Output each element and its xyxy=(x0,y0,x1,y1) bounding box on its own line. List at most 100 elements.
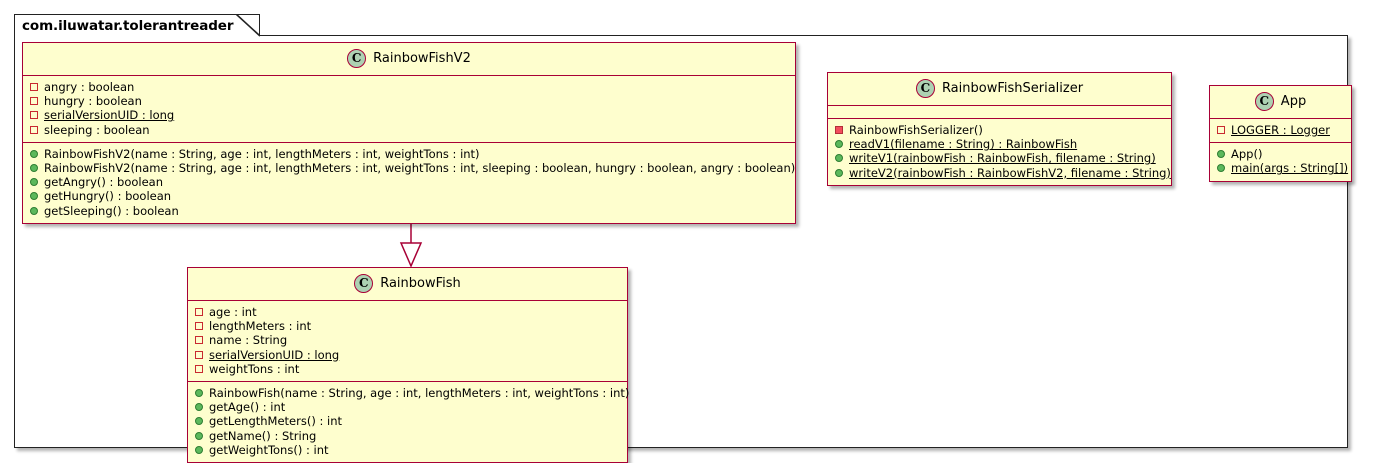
public-method-icon xyxy=(1217,164,1225,173)
method-row[interactable]: getAge() : int xyxy=(188,400,627,414)
class-box-rainbowfishv2[interactable]: C RainbowFishV2 angry : boolean hungry :… xyxy=(22,42,796,224)
public-method-icon xyxy=(195,403,203,412)
public-method-icon xyxy=(835,154,843,163)
methods-compartment: RainbowFishV2(name : String, age : int, … xyxy=(23,143,795,223)
class-header-rainbowfishv2: C RainbowFishV2 xyxy=(23,43,795,76)
package-name-label: com.iluwatar.tolerantreader xyxy=(22,17,234,34)
method-row[interactable]: getHungry() : boolean xyxy=(23,189,795,203)
method-row[interactable]: getLengthMeters() : int xyxy=(188,414,627,428)
field-row[interactable]: hungry : boolean xyxy=(23,94,795,108)
class-box-rainbowfishserializer[interactable]: C RainbowFishSerializer RainbowFishSeria… xyxy=(827,72,1172,186)
class-header-app: C App xyxy=(1210,86,1351,119)
public-method-icon xyxy=(30,164,38,173)
class-title: App xyxy=(1280,94,1307,109)
method-row[interactable]: RainbowFishV2(name : String, age : int, … xyxy=(23,161,795,175)
public-method-icon xyxy=(835,168,843,177)
method-label: getLengthMeters() : int xyxy=(209,414,343,429)
field-row[interactable]: lengthMeters : int xyxy=(188,319,627,333)
method-row[interactable]: RainbowFishV2(name : String, age : int, … xyxy=(23,147,795,161)
class-icon: C xyxy=(915,79,935,98)
class-icon: C xyxy=(354,274,374,293)
methods-compartment: RainbowFish(name : String, age : int, le… xyxy=(188,382,630,462)
public-method-icon xyxy=(835,140,843,149)
public-method-icon xyxy=(195,445,203,454)
method-row[interactable]: getAngry() : boolean xyxy=(23,175,795,189)
method-label: getWeightTons() : int xyxy=(209,442,329,457)
fields-compartment: age : int lengthMeters : int name : Stri… xyxy=(188,301,627,382)
field-label: weightTons : int xyxy=(209,361,300,376)
private-field-icon xyxy=(195,336,203,345)
private-field-icon xyxy=(195,350,203,359)
public-method-icon xyxy=(30,206,38,215)
method-row[interactable]: readV1(filename : String) : RainbowFish xyxy=(828,137,1171,151)
method-label: getAge() : int xyxy=(209,400,286,415)
field-row[interactable]: weightTons : int xyxy=(188,362,627,376)
method-label: getAngry() : boolean xyxy=(44,175,164,190)
private-field-icon xyxy=(195,308,203,317)
field-row[interactable]: serialVersionUID : long xyxy=(23,108,795,122)
method-label: writeV1(rainbowFish : RainbowFish, filen… xyxy=(849,151,1156,166)
field-row[interactable]: name : String xyxy=(188,333,627,347)
class-box-rainbowfish[interactable]: C RainbowFish age : int lengthMeters : i… xyxy=(187,267,630,463)
public-method-icon xyxy=(30,192,38,201)
package-tab-corner xyxy=(236,14,261,38)
field-label: age : int xyxy=(209,305,257,319)
field-label: hungry : boolean xyxy=(44,94,142,109)
class-icon: C xyxy=(1254,92,1274,111)
method-label: RainbowFishV2(name : String, age : int, … xyxy=(44,146,480,161)
method-label: readV1(filename : String) : RainbowFish xyxy=(849,137,1078,152)
method-row[interactable]: main(args : String[]) xyxy=(1210,161,1351,175)
field-row[interactable]: sleeping : boolean xyxy=(23,123,795,137)
field-row[interactable]: age : int xyxy=(188,305,627,319)
class-box-app[interactable]: C App LOGGER : Logger App() main(args : … xyxy=(1209,85,1352,182)
class-title: RainbowFishV2 xyxy=(373,51,471,66)
method-label: getSleeping() : boolean xyxy=(44,203,179,218)
field-label: sleeping : boolean xyxy=(44,122,150,137)
private-field-icon xyxy=(195,364,203,373)
method-label: main(args : String[]) xyxy=(1231,161,1349,176)
class-header-rainbowfish: C RainbowFish xyxy=(188,268,627,301)
field-row[interactable]: serialVersionUID : long xyxy=(188,348,627,362)
method-row[interactable]: getWeightTons() : int xyxy=(188,443,627,457)
method-label: RainbowFishV2(name : String, age : int, … xyxy=(44,160,796,175)
private-field-icon xyxy=(30,111,38,120)
private-field-icon xyxy=(30,83,38,92)
package-tab: com.iluwatar.tolerantreader xyxy=(14,14,261,38)
fields-compartment: angry : boolean hungry : boolean serialV… xyxy=(23,76,795,143)
method-row[interactable]: App() xyxy=(1210,147,1351,161)
field-row[interactable]: LOGGER : Logger xyxy=(1210,123,1351,137)
method-row[interactable]: writeV1(rainbowFish : RainbowFish, filen… xyxy=(828,151,1171,165)
method-label: RainbowFishSerializer() xyxy=(849,123,983,137)
method-label: RainbowFish(name : String, age : int, le… xyxy=(209,385,630,400)
method-row[interactable]: RainbowFishSerializer() xyxy=(828,123,1171,137)
class-header-rainbowfishserializer: C RainbowFishSerializer xyxy=(828,73,1171,106)
public-method-icon xyxy=(1217,150,1225,159)
method-label: getName() : String xyxy=(209,428,317,443)
public-method-icon xyxy=(195,431,203,440)
method-label: writeV2(rainbowFish : RainbowFishV2, fil… xyxy=(849,165,1171,180)
fields-compartment-empty xyxy=(828,106,1171,119)
field-label: angry : boolean xyxy=(44,80,135,94)
private-field-icon xyxy=(30,125,38,134)
method-row[interactable]: writeV2(rainbowFish : RainbowFishV2, fil… xyxy=(828,166,1171,180)
class-icon: C xyxy=(347,49,367,68)
method-row[interactable]: getName() : String xyxy=(188,429,627,443)
method-label: App() xyxy=(1231,147,1263,162)
public-method-icon xyxy=(195,389,203,398)
method-row[interactable]: getSleeping() : boolean xyxy=(23,204,795,218)
fields-compartment: LOGGER : Logger xyxy=(1210,119,1351,144)
class-title: RainbowFish xyxy=(380,276,461,291)
public-method-icon xyxy=(30,178,38,187)
private-field-icon xyxy=(1217,126,1225,135)
field-label: serialVersionUID : long xyxy=(209,347,340,362)
public-method-icon xyxy=(30,149,38,158)
private-field-icon xyxy=(195,322,203,331)
public-method-icon xyxy=(195,417,203,426)
methods-compartment: RainbowFishSerializer() readV1(filename … xyxy=(828,119,1171,185)
private-field-icon xyxy=(30,97,38,106)
private-method-icon xyxy=(835,126,843,135)
method-row[interactable]: RainbowFish(name : String, age : int, le… xyxy=(188,385,630,400)
field-row[interactable]: angry : boolean xyxy=(23,80,795,94)
field-label: LOGGER : Logger xyxy=(1231,123,1330,137)
field-label: lengthMeters : int xyxy=(209,319,312,334)
